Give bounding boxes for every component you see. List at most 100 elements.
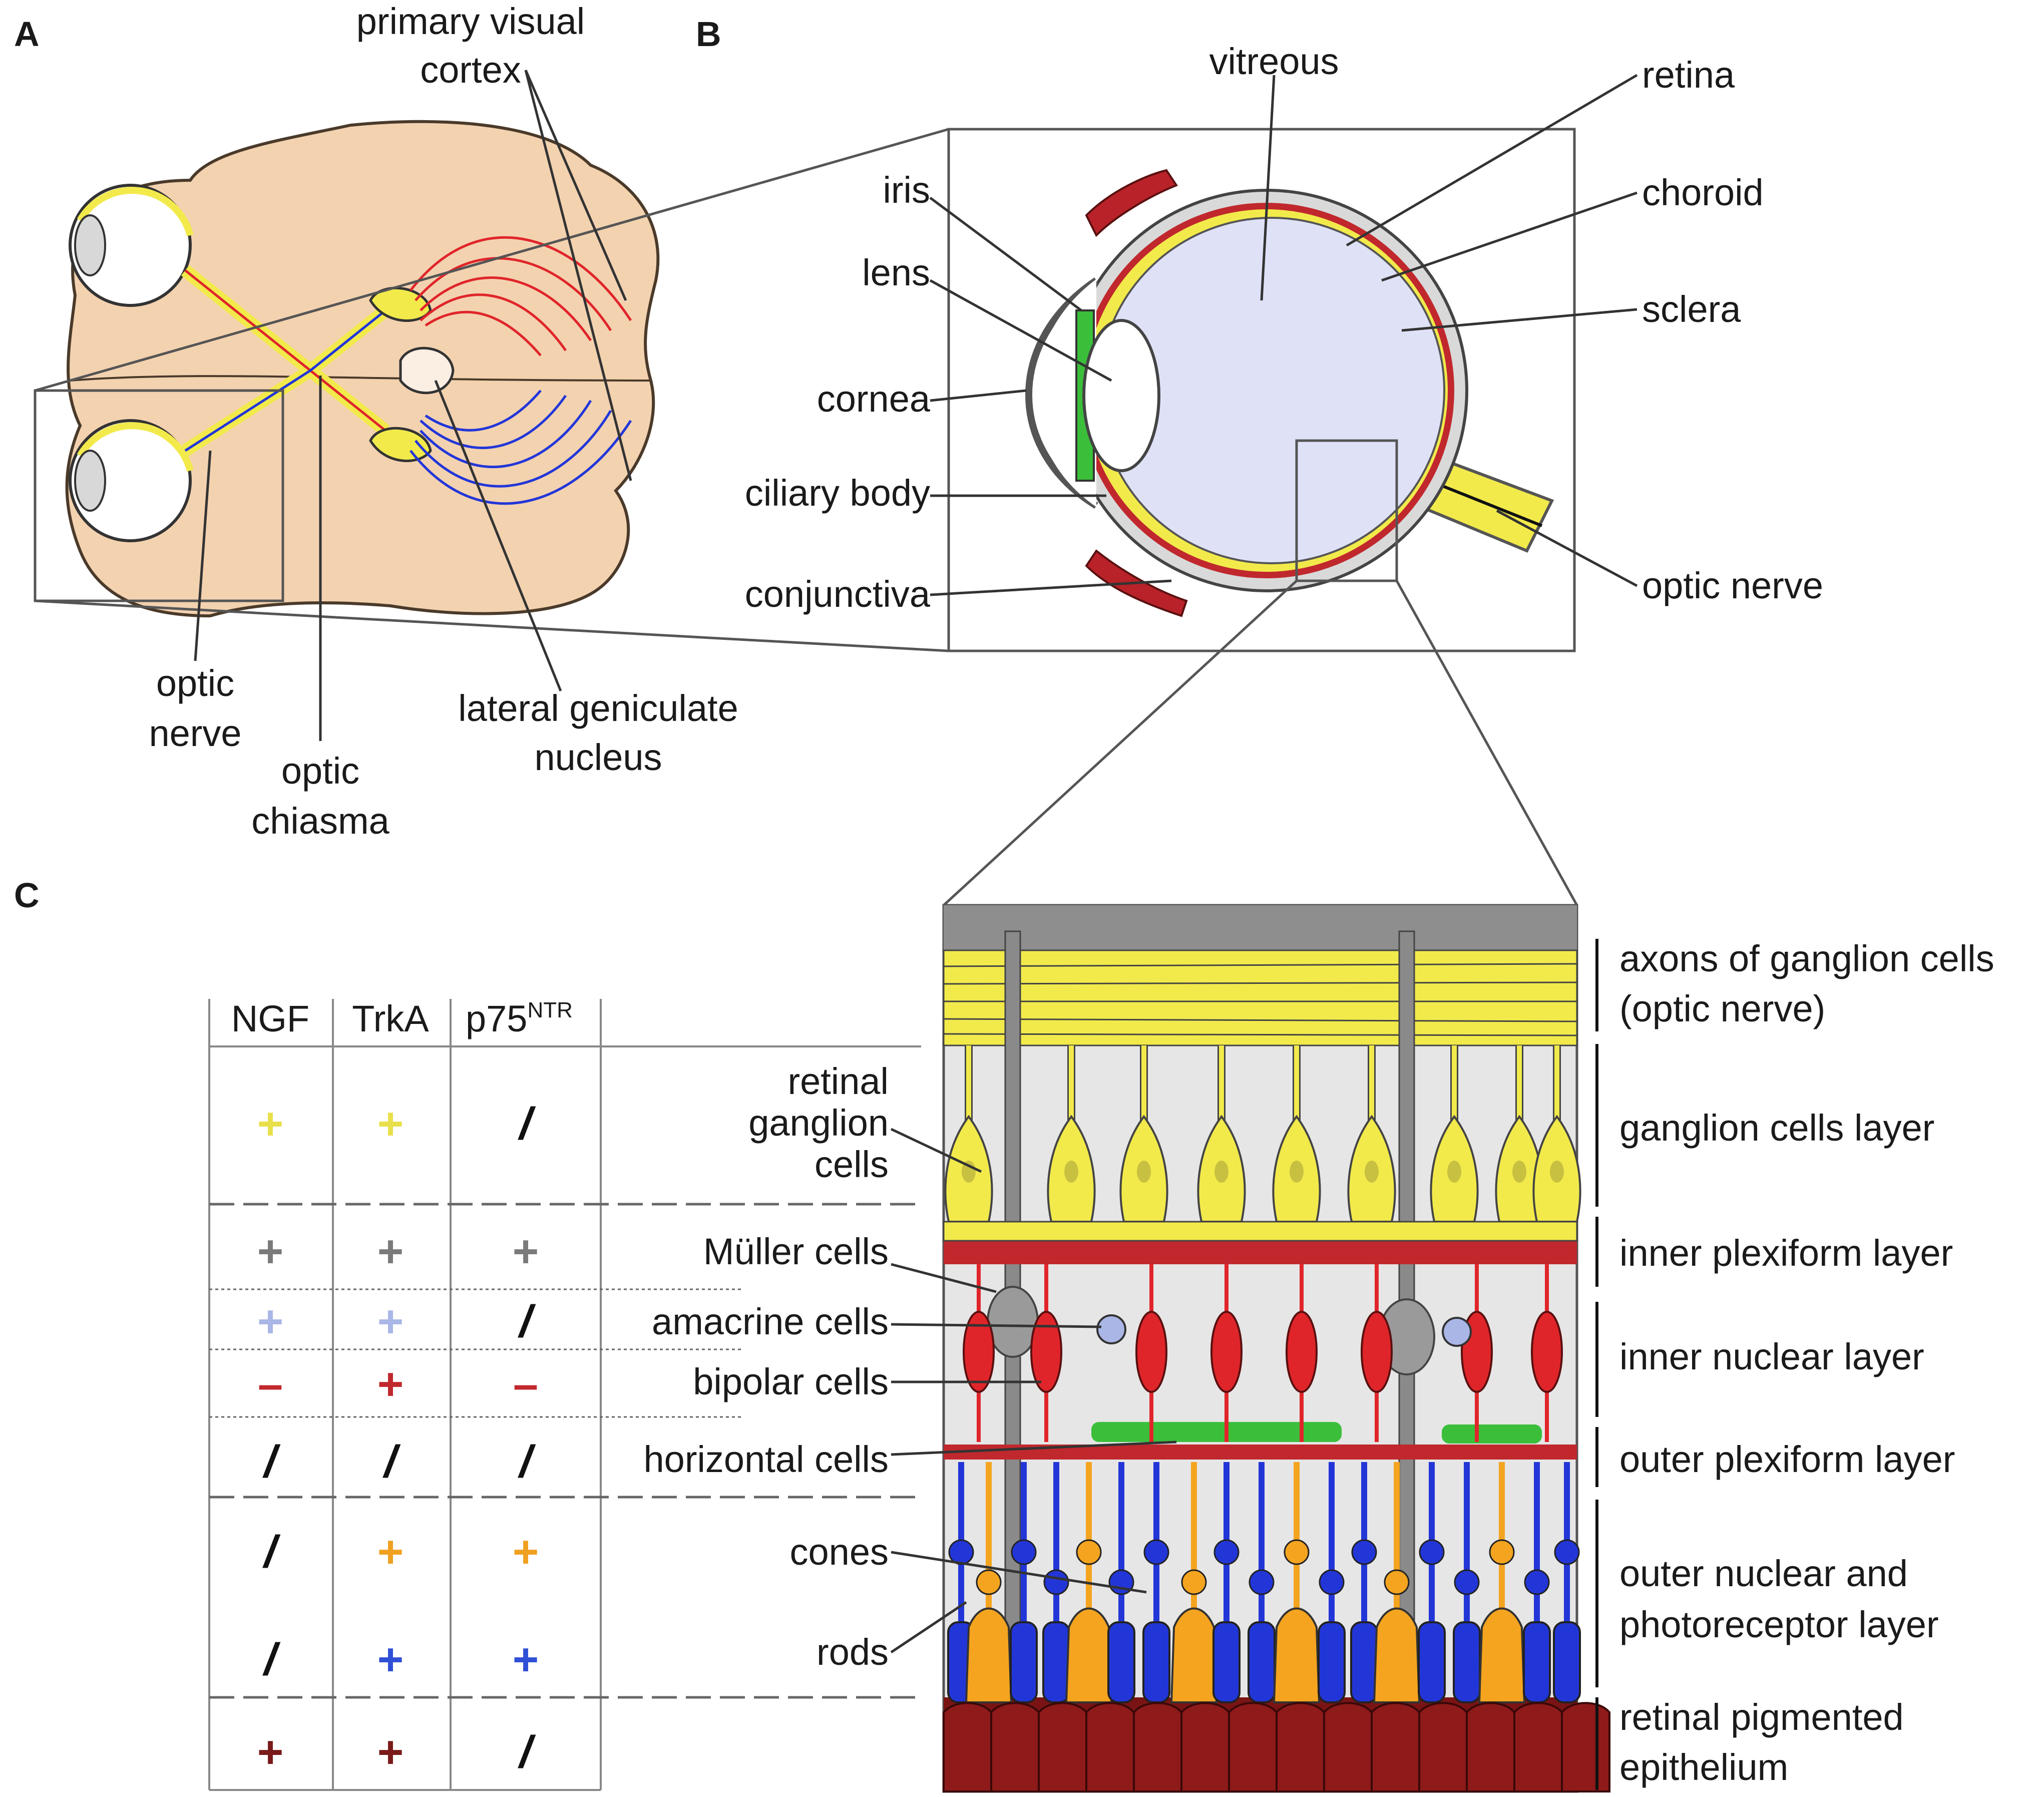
panel-label-a: A (14, 15, 40, 54)
label-lgn-2: nucleus (534, 737, 662, 778)
rod-outer-segment (1107, 1621, 1135, 1703)
rpe-cell (1418, 1702, 1468, 1792)
amacrine-cell (1096, 1314, 1126, 1344)
label-a-optic-nerve-2: nerve (149, 712, 241, 754)
rpe-cell (1513, 1702, 1563, 1792)
cell-label-0-0: retinal (787, 1060, 889, 1102)
table-cell-trka-5: + (377, 1527, 404, 1577)
label-cornea: cornea (817, 378, 931, 420)
cell-label-5-0: cones (790, 1531, 889, 1573)
table-cell-ngf-1: + (257, 1227, 284, 1277)
table-cell-p75-1: + (513, 1227, 539, 1277)
layer-labels: axons of ganglion cells (optic nerve) gang… (1619, 938, 1994, 1788)
table-cell-trka-3: + (377, 1359, 404, 1409)
bipolar-cell (1210, 1311, 1243, 1393)
cell-label-0-1: ganglion (748, 1102, 889, 1144)
cone-outer-segment (1373, 1607, 1421, 1703)
table-cell-trka-4: / (382, 1437, 400, 1487)
bipolar-cell (1030, 1311, 1062, 1393)
ganglion-nucleus (1137, 1161, 1151, 1183)
table-cell-ngf-3: – (258, 1359, 283, 1409)
ganglion-nucleus (1290, 1161, 1304, 1183)
rod-outer-segment (1523, 1621, 1551, 1703)
rod-outer-segment (1010, 1621, 1038, 1703)
table-cell-trka-1: + (377, 1227, 404, 1277)
bipolar-cell (1361, 1311, 1393, 1393)
table-cell-p75-7: / (517, 1727, 536, 1777)
layer-label-6-1: epithelium (1619, 1746, 1788, 1788)
label-conjunctiva: conjunctiva (745, 573, 931, 615)
table-cell-p75-2: / (517, 1297, 536, 1347)
rod-outer-segment (1350, 1621, 1378, 1703)
layer-label-1-0: ganglion cells layer (1619, 1107, 1934, 1149)
table-cell-p75-0: / (517, 1099, 536, 1149)
cone-nucleus (1384, 1569, 1410, 1595)
layer-label-5-1: photoreceptor layer (1619, 1604, 1939, 1645)
rpe-cell (1228, 1702, 1278, 1792)
label-b-optic-nerve: optic nerve (1642, 565, 1823, 606)
rod-nucleus (1319, 1569, 1345, 1595)
header-p75-base: p75 (466, 998, 527, 1039)
layer-label-5-0: outer nuclear and (1619, 1553, 1908, 1594)
retina-cells (943, 1045, 1610, 1792)
layer-label-0-1: (optic nerve) (1619, 988, 1825, 1029)
left-eye-bottom (69, 419, 192, 542)
table-cell-ngf-4: / (262, 1437, 280, 1487)
bipolar-cell (1286, 1311, 1318, 1393)
table-cell-trka-7: + (377, 1727, 404, 1777)
left-eye-top (69, 184, 192, 307)
header-trka: TrkA (352, 998, 429, 1039)
layer-label-0-0: axons of ganglion cells (1619, 938, 1994, 979)
rod-nucleus (1043, 1569, 1069, 1595)
cone-nucleus (1076, 1539, 1102, 1565)
ganglion-nucleus (1550, 1161, 1564, 1183)
table-cell-ngf-6: / (262, 1635, 280, 1685)
rod-outer-segment (1248, 1621, 1276, 1703)
rod-outer-segment (1418, 1621, 1446, 1703)
layer-label-3-0: inner nuclear layer (1619, 1336, 1924, 1377)
label-primary-visual-cortex-2: cortex (420, 49, 521, 91)
rod-outer-segment (1212, 1621, 1241, 1703)
rpe-cell (1561, 1702, 1610, 1792)
ganglion-nucleus (1214, 1161, 1229, 1183)
label-lens: lens (862, 252, 930, 293)
label-vitreous: vitreous (1209, 41, 1339, 82)
cone-outer-segment (1065, 1607, 1113, 1703)
retina-cross-section (890, 904, 1610, 1793)
rpe-cell (1133, 1702, 1182, 1792)
cone-nucleus (1181, 1569, 1207, 1595)
rod-outer-segment (1142, 1621, 1170, 1703)
label-a-optic-nerve-1: optic (156, 662, 234, 704)
panel-b-zoom-box (1295, 439, 1398, 582)
rpe-cell (1466, 1702, 1515, 1792)
panel-label-b: B (696, 15, 721, 54)
label-retina: retina (1642, 54, 1735, 96)
rod-nucleus (1351, 1539, 1377, 1565)
rod-nucleus (1554, 1539, 1580, 1565)
cell-label-0-2: cells (814, 1144, 889, 1185)
rod-nucleus (1454, 1569, 1480, 1595)
ganglion-nucleus (1064, 1161, 1078, 1183)
header-p75: p75NTR (466, 998, 573, 1039)
rpe-cell (1085, 1702, 1135, 1792)
cone-nucleus (1284, 1539, 1310, 1565)
rpe-cell (1180, 1702, 1230, 1792)
header-p75-sup: NTR (527, 998, 572, 1022)
ganglion-dendrite-band (943, 1221, 1578, 1242)
label-primary-visual-cortex-1: primary visual (356, 1, 585, 42)
table-cell-p75-6: + (513, 1635, 539, 1685)
rpe-cell (990, 1702, 1040, 1792)
cell-label-2-0: amacrine cells (652, 1301, 889, 1342)
bipolar-cell (1531, 1311, 1563, 1393)
layer-label-2-0: inner plexiform layer (1619, 1232, 1953, 1274)
label-iris: iris (883, 169, 930, 211)
table-cell-trka-2: + (377, 1297, 404, 1347)
rod-nucleus (1143, 1539, 1169, 1565)
cell-label-6-0: rods (816, 1631, 889, 1673)
label-optic-chiasma-2: chiasma (251, 800, 389, 842)
rod-outer-segment (1553, 1621, 1581, 1703)
table-cell-trka-6: + (377, 1635, 404, 1685)
rpe-cell (943, 1702, 992, 1792)
panel-a-zoom-box (34, 389, 284, 602)
rod-nucleus (1249, 1569, 1275, 1595)
